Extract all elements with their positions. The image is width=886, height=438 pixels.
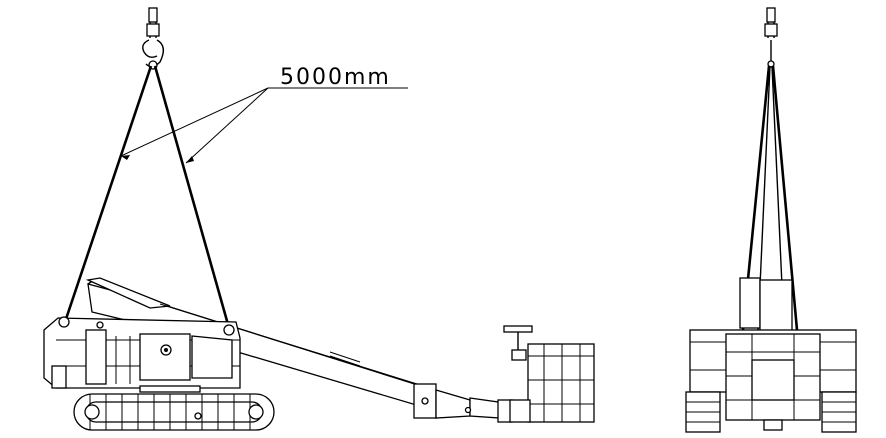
side-view: 5000mm bbox=[43, 7, 595, 431]
work-platform bbox=[503, 325, 595, 423]
crane-hook-front bbox=[764, 7, 778, 68]
crawler-side bbox=[73, 393, 275, 431]
upper-body bbox=[43, 316, 241, 393]
sling-right-side bbox=[153, 65, 231, 329]
body-front bbox=[689, 277, 857, 431]
boom bbox=[85, 277, 513, 423]
sling-left-side bbox=[64, 65, 153, 320]
crane-hook-side bbox=[142, 7, 165, 70]
crawler-front-left bbox=[685, 391, 721, 433]
dimension-label: 5000mm bbox=[280, 65, 391, 90]
dimension-callout: 5000mm bbox=[120, 65, 408, 164]
front-view bbox=[685, 7, 857, 433]
crawler-front-right bbox=[821, 391, 857, 433]
